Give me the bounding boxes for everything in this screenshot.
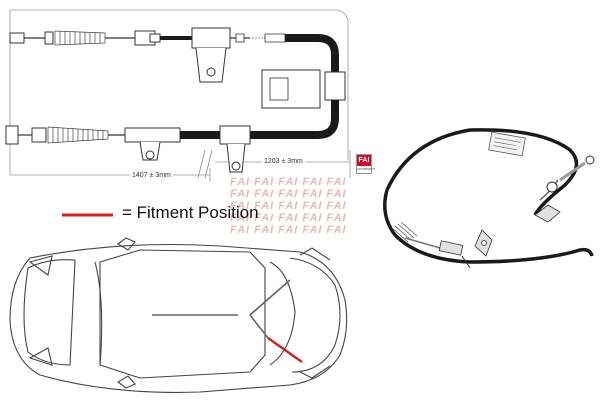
lower-spring-boot xyxy=(47,126,109,144)
drawing-outline-top xyxy=(10,9,349,160)
upper-length-dimension: 1203 ± 3mm xyxy=(262,157,305,166)
upper-spring-boot xyxy=(54,30,106,46)
photo-sheath-upper xyxy=(385,128,579,216)
routing-fitment-cable xyxy=(267,336,303,364)
upper-cable-assembly xyxy=(9,27,346,139)
photo-upper-end-fitting xyxy=(559,161,586,182)
vehicle-rear-hatch xyxy=(289,257,341,373)
vehicle-body-outline xyxy=(9,243,348,393)
photo-middle-clamp xyxy=(534,204,561,223)
photo-lower-adjuster xyxy=(438,240,464,256)
fai-logo: FAI AUTOPARTS xyxy=(356,154,376,174)
lower-adjuster-sleeve xyxy=(124,127,181,143)
vehicle-headlight-left xyxy=(28,255,53,276)
upper-sheath-bend xyxy=(285,34,339,75)
lower-length-dimension: 1407 ± 3mm xyxy=(130,171,173,180)
fitment-legend-label: = Fitment Position xyxy=(122,203,259,222)
routing-left-cable xyxy=(249,279,291,316)
right-clamp xyxy=(324,71,346,101)
cable-product-photo xyxy=(383,128,595,269)
vehicle-right-mirror xyxy=(117,375,136,389)
photo-sheath-lower xyxy=(383,189,594,264)
photo-upper-bracket xyxy=(546,181,558,193)
lower-cable-assembly xyxy=(5,125,251,179)
fai-logo-subtext: AUTOPARTS xyxy=(357,167,376,171)
vehicle-rear-window xyxy=(269,261,296,366)
photo-lower-spring xyxy=(391,221,418,243)
vehicle-rear-light-right xyxy=(299,365,331,379)
upper-end-fitting xyxy=(9,32,25,44)
vehicle-windshield-line xyxy=(94,261,103,366)
fai-logo-text: FAI xyxy=(357,155,371,166)
vehicle-rear-light-left xyxy=(299,247,331,261)
upper-mounting-bracket xyxy=(195,47,227,83)
vehicle-front-hood xyxy=(23,259,76,366)
lower-sheath-bend xyxy=(250,117,339,139)
vehicle-top-view xyxy=(9,237,348,393)
vehicle-left-mirror xyxy=(117,237,136,251)
vehicle-roof xyxy=(99,249,266,379)
lower-end-fitting xyxy=(5,125,19,145)
vehicle-cable-routing xyxy=(152,279,303,364)
vehicle-headlight-right xyxy=(28,347,53,366)
lower-clamp xyxy=(219,125,251,145)
